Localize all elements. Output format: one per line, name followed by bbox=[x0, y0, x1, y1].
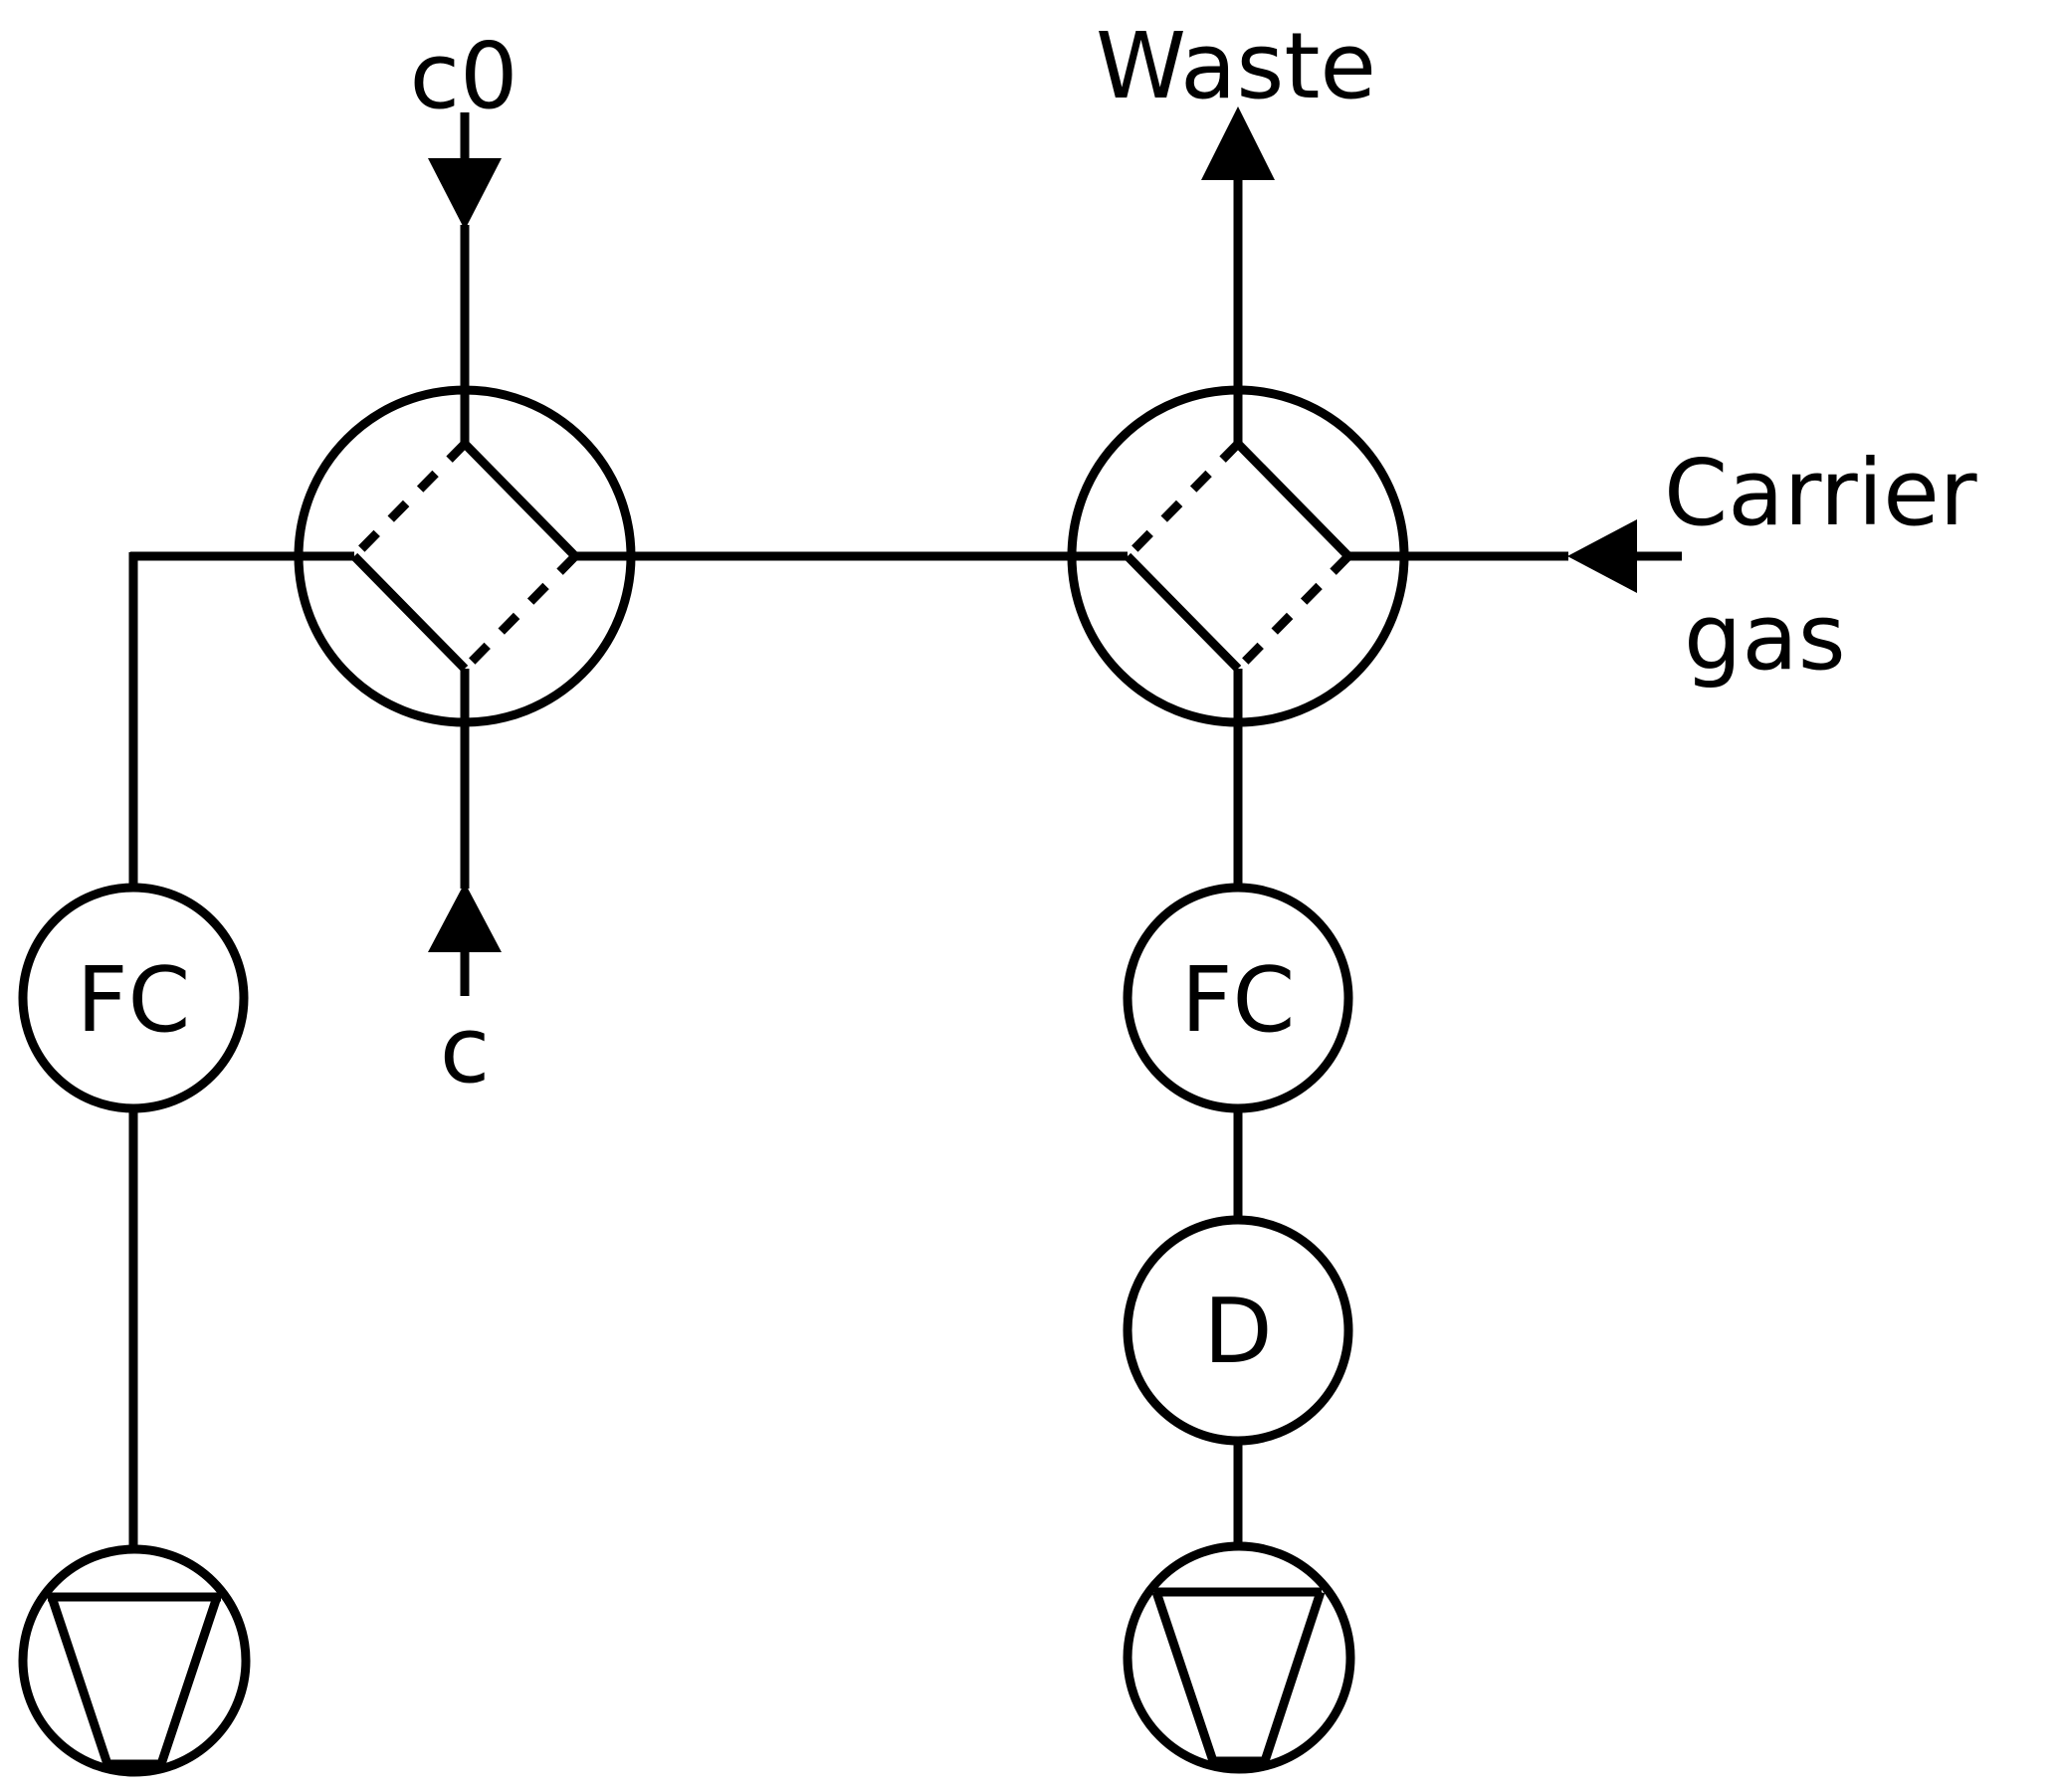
pump-1-body bbox=[18, 1544, 251, 1777]
valve-1-channel-dashed-a bbox=[350, 440, 469, 560]
pump-1-side-left bbox=[47, 1595, 112, 1766]
valve-2-channel-dashed-a bbox=[1124, 440, 1242, 560]
valve-1-channel-dashed-b bbox=[461, 552, 579, 673]
flow-controller-1: FC bbox=[18, 883, 249, 1113]
valve-2-channel-solid-a bbox=[1234, 440, 1352, 560]
pump-2-body bbox=[1123, 1541, 1355, 1774]
valve-1-channel-solid-a bbox=[461, 440, 579, 560]
label-waste: Waste bbox=[1096, 13, 1376, 119]
pump-2 bbox=[1123, 1541, 1355, 1774]
flow-controller-2: FC bbox=[1123, 883, 1353, 1113]
arrow-up-icon bbox=[1201, 106, 1275, 180]
label-c: c bbox=[440, 997, 491, 1103]
valve-2-channel-solid-b bbox=[1124, 552, 1242, 673]
pump-2-side-right bbox=[1260, 1590, 1326, 1763]
c-inlet bbox=[428, 722, 502, 996]
carrier-gas-inlet bbox=[1567, 519, 1682, 593]
label-carrier-gas-line1: Carrier bbox=[1664, 440, 1977, 546]
label-carrier-gas-line2: gas bbox=[1684, 584, 1846, 691]
arrow-up-icon bbox=[428, 883, 502, 952]
valve-2 bbox=[1067, 385, 1409, 727]
detector: D bbox=[1123, 1215, 1353, 1446]
valve-2-channel-dashed-b bbox=[1234, 552, 1352, 673]
pump-1 bbox=[18, 1544, 251, 1777]
fc-2-label: FC bbox=[1181, 948, 1296, 1053]
detector-label: D bbox=[1203, 1280, 1272, 1384]
pump-1-side-right bbox=[156, 1595, 222, 1766]
valve-1 bbox=[294, 385, 636, 727]
arrow-left-icon bbox=[1567, 519, 1637, 593]
label-c0: c0 bbox=[409, 23, 517, 129]
arrow-down-icon bbox=[428, 158, 502, 230]
fc-1-label: FC bbox=[77, 948, 191, 1053]
valve-1-channel-solid-b bbox=[350, 552, 469, 673]
pump-2-side-left bbox=[1151, 1590, 1218, 1763]
